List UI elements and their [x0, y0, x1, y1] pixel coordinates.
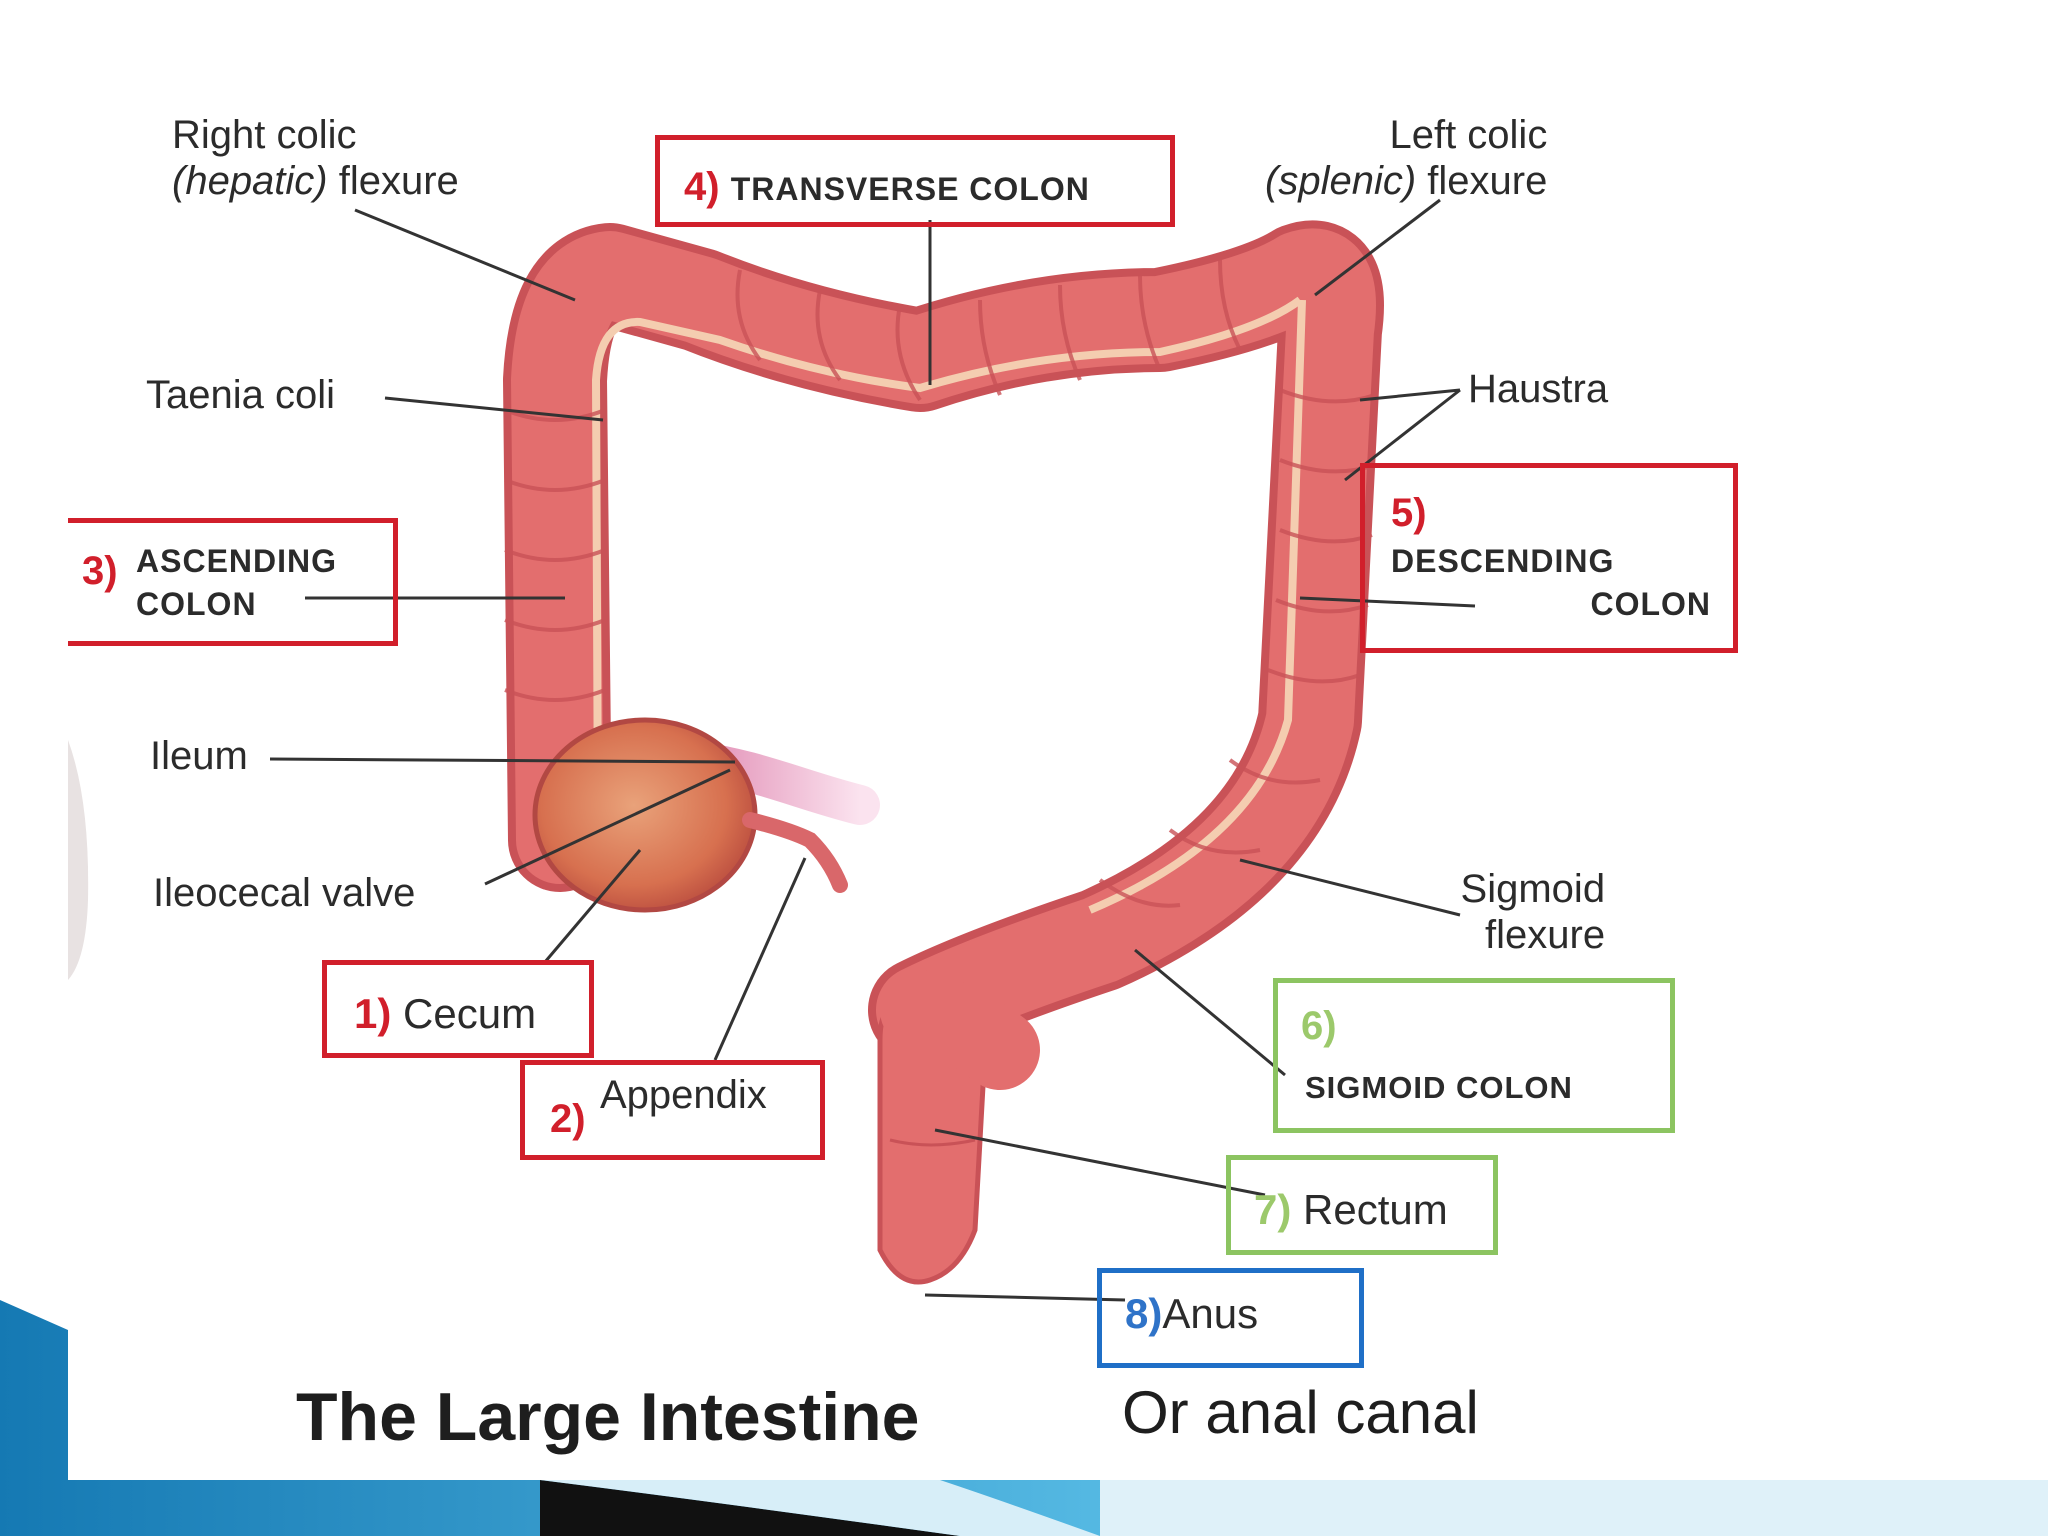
diagram-title: The Large Intestine — [296, 1379, 920, 1455]
rectum-callout: 7) Rectum — [1254, 1186, 1448, 1234]
appendix-number: 2) — [550, 1097, 586, 1141]
descending-line1: DESCENDING — [1391, 543, 1615, 579]
ascending-line2: COLON — [136, 586, 257, 623]
sigmoid-flexure-line2: flexure — [1485, 913, 1606, 957]
appendix-shape — [742, 812, 848, 893]
anus-box — [1097, 1268, 1364, 1368]
descending-colon-box — [1360, 463, 1738, 653]
colon-body — [503, 220, 1384, 1062]
anus-callout: 8)Anus — [1125, 1290, 1258, 1338]
ascending-number: 3) — [82, 549, 118, 593]
black-wedge — [540, 1480, 960, 1536]
callout-number: 8) — [1125, 1290, 1163, 1337]
cecum-box — [322, 960, 594, 1058]
right-colic-line1: Right colic — [172, 113, 357, 157]
ascending-text: ASCENDING COLON — [136, 540, 337, 626]
callout-text: Anus — [1162, 1290, 1259, 1337]
right-colic-line2: (hepatic) flexure — [172, 158, 459, 204]
taenia-coli-label: Taenia coli — [146, 373, 336, 417]
edge-artifact — [68, 740, 89, 980]
descending-text: DESCENDING COLON — [1391, 540, 1711, 626]
haustra-label: Haustra — [1468, 367, 1609, 411]
left-colic-line2: (splenic) flexure — [1265, 158, 1547, 204]
ascending-colon-box — [68, 518, 398, 646]
transverse-colon-callout: 4) TRANSVERSE COLON — [684, 164, 1090, 210]
ileocecal-valve-label: Ileocecal valve — [153, 871, 416, 915]
cecum-shape — [532, 717, 758, 913]
appendix-box — [520, 1060, 825, 1160]
callout-number: 4) — [684, 165, 720, 209]
left-colic-line1: Left colic — [1389, 113, 1548, 157]
callout-number: 1) — [354, 990, 392, 1037]
sigmoid-number: 6) — [1301, 1004, 1337, 1048]
diagram-subtitle: Or anal canal — [1122, 1379, 1479, 1446]
ileum-label: Ileum — [150, 734, 248, 778]
sigmoid-flexure-line1: Sigmoid — [1460, 867, 1606, 911]
hepatic-italic: (hepatic) — [172, 159, 328, 203]
right-colic-flexure-label: Right colic (hepatic) flexure — [172, 112, 459, 204]
splenic-italic: (splenic) — [1265, 159, 1417, 203]
transverse-colon-box — [655, 135, 1175, 227]
flexure-word: flexure — [327, 159, 459, 203]
descending-line2: COLON — [1590, 586, 1711, 623]
cecum-callout: 1) Cecum — [354, 990, 536, 1038]
callout-text: TRANSVERSE COLON — [730, 171, 1090, 207]
sigmoid-text: SIGMOID COLON — [1305, 1070, 1573, 1105]
rectum-box — [1226, 1155, 1498, 1255]
left-colic-flexure-label: Left colic (splenic) flexure — [1265, 112, 1547, 204]
callout-number: 7) — [1254, 1186, 1292, 1233]
appendix-text: Appendix — [600, 1073, 767, 1117]
flexure-word: flexure — [1416, 159, 1548, 203]
sigmoid-flexure-label: Sigmoid flexure — [1455, 866, 1606, 958]
ascending-line1: ASCENDING — [136, 543, 338, 579]
descending-number: 5) — [1391, 491, 1427, 535]
callout-text: Cecum — [403, 990, 537, 1037]
sigmoid-colon-box — [1273, 978, 1675, 1133]
callout-text: Rectum — [1303, 1186, 1448, 1233]
